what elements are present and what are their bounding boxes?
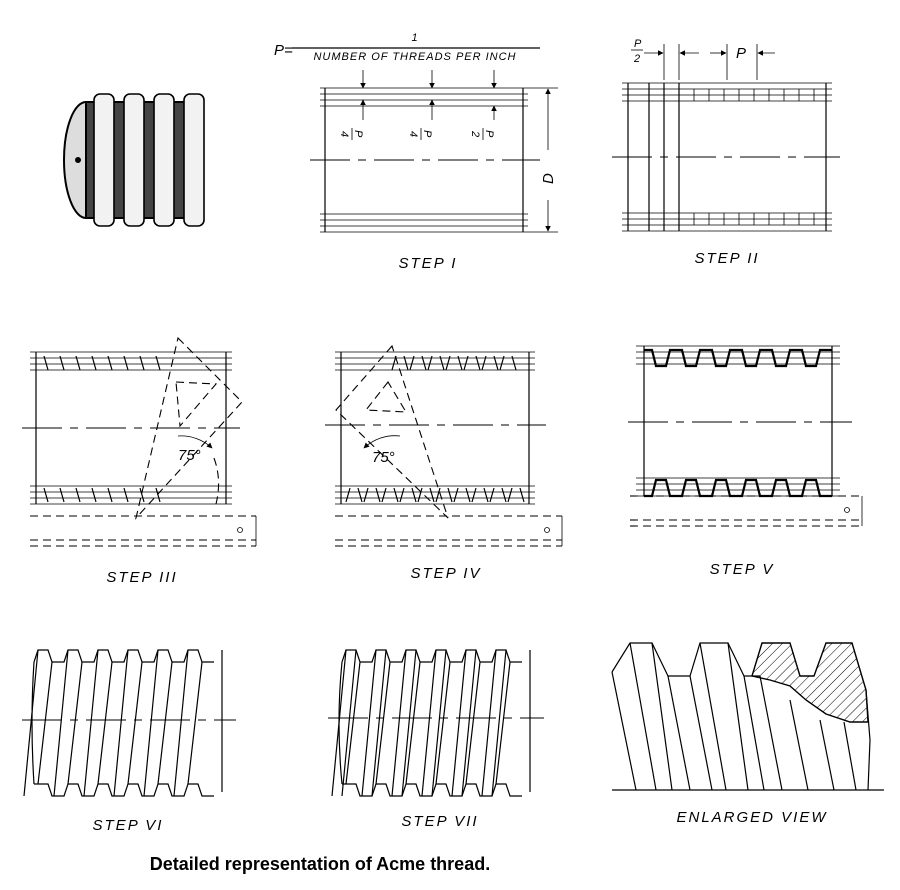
step3-angle: 75° — [178, 447, 201, 464]
step6-label: STEP VI — [93, 817, 164, 834]
p2-num-step2: P — [634, 38, 642, 50]
step2-drawing: P 2 P STEP II — [612, 38, 840, 267]
step4-angle: 75° — [372, 449, 395, 466]
step2-label: STEP II — [694, 250, 759, 267]
p4-num-a: P — [352, 130, 364, 138]
p2-den: 2 — [469, 130, 481, 137]
figure-caption: Detailed representation of Acme thread. — [150, 854, 490, 874]
step3-label: STEP III — [106, 569, 177, 586]
formula-denominator: NUMBER OF THREADS PER INCH — [313, 51, 516, 63]
p4-num-b: P — [421, 130, 433, 138]
p4-den-b: 4 — [407, 131, 419, 137]
diameter-label: D — [540, 173, 557, 184]
step7-drawing: STEP VII — [328, 649, 544, 830]
step5-label: STEP V — [710, 561, 775, 578]
p2-num: P — [483, 130, 495, 138]
step4-drawing: 75° STEP IV — [325, 344, 563, 582]
step4-label: STEP IV — [411, 565, 482, 582]
pitch-label: P — [736, 45, 746, 62]
pictorial-thread — [63, 93, 205, 227]
step6-drawing: STEP VI — [22, 649, 236, 834]
step5-drawing: STEP V — [628, 345, 863, 578]
step1-label: STEP I — [399, 255, 458, 272]
enlarged-view-label: ENLARGED VIEW — [676, 809, 827, 826]
p2-den-step2: 2 — [633, 53, 640, 65]
formula-numerator: 1 — [411, 32, 418, 44]
enlarged-view: ENLARGED VIEW — [611, 642, 884, 826]
step3-drawing: 75° STEP III — [22, 336, 257, 586]
p4-den-a: 4 — [338, 131, 350, 137]
step7-label: STEP VII — [401, 813, 478, 830]
formula-lhs: P= — [274, 42, 293, 59]
step1-drawing: P= 1 NUMBER OF THREADS PER INCH P 4 P 4 — [274, 32, 558, 272]
